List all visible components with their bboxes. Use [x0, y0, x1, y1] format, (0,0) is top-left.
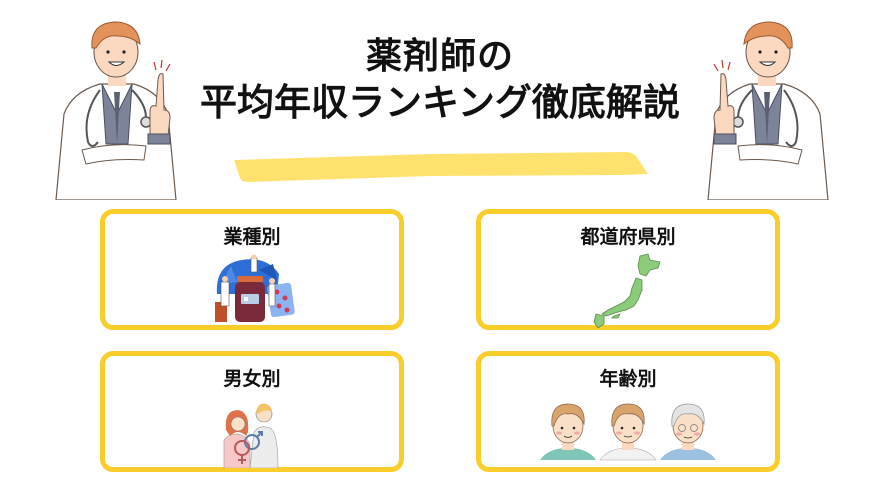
male-female-couple-icon: [223, 403, 279, 468]
pharmacy-medicine-illustration-icon: [215, 254, 295, 322]
page-title: 薬剤師の 平均年収ランキング徹底解説: [0, 34, 880, 126]
card-label: 年齢別: [599, 368, 657, 390]
card-by-age[interactable]: 年齢別: [476, 351, 780, 472]
elderly-face: [660, 403, 716, 460]
title-line-1: 薬剤師の: [365, 36, 514, 77]
title-highlight-stroke: [234, 152, 648, 182]
three-ages-faces-icon: [540, 403, 716, 461]
young-face: [540, 403, 596, 460]
doctor-pointing-icon: [55, 21, 177, 200]
card-by-industry[interactable]: 業種別: [100, 209, 404, 330]
card-label: 都道府県別: [580, 226, 676, 248]
doctor-pointing-icon: [707, 21, 829, 200]
title-line-2: 平均年収ランキング徹底解説: [200, 81, 680, 124]
card-by-prefecture[interactable]: 都道府県別: [476, 209, 780, 330]
card-label: 男女別: [223, 368, 281, 390]
japan-map-icon: [593, 253, 661, 329]
middle-aged-face: [599, 403, 657, 461]
card-label: 業種別: [223, 226, 281, 248]
card-by-gender[interactable]: 男女別: [100, 351, 404, 472]
